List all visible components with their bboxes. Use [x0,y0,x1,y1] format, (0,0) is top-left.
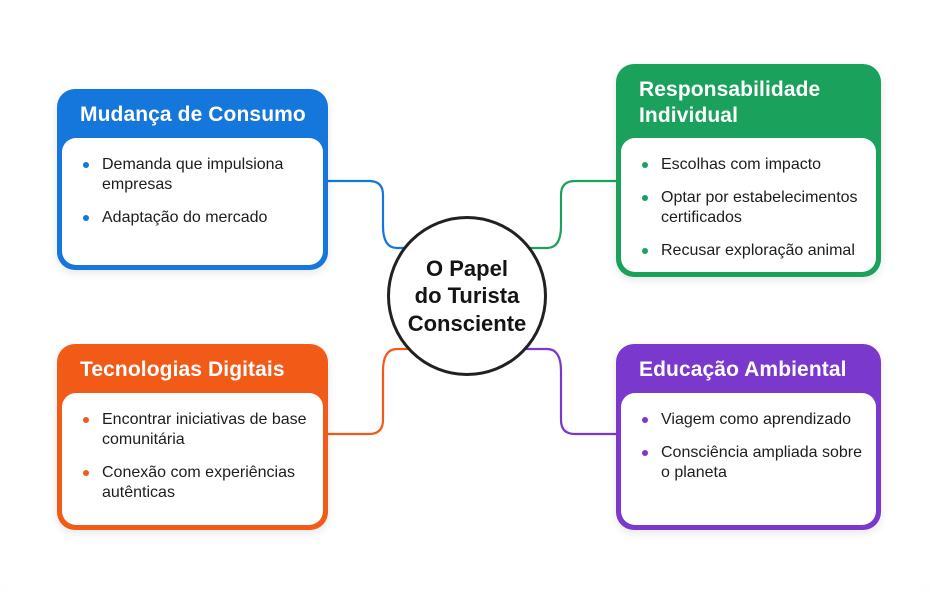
bullet-text: Optar por estabelecimentos certificados [661,189,858,227]
hub-title-line: Consciente [407,310,527,336]
bullet-list: Encontrar iniciativas de base comunitári… [76,410,319,503]
hub-title-line: O Papel [426,255,508,281]
bullet-dot-icon [83,214,89,221]
bullet-dot-icon [642,416,648,423]
bullet-text: Conexão com experiências autênticas [102,463,295,501]
hub-circle: O Papel do Turista Consciente [387,216,547,376]
connector-mudanca-de-consumo [326,179,424,250]
bullet-item: Demanda que impulsiona empresas [76,155,319,195]
bullet-text: Consciência ampliada sobre o planeta [661,443,862,481]
hub-title-line: do Turista [414,283,520,309]
bullet-item: Encontrar iniciativas de base comunitári… [76,410,319,450]
bullet-item: Escolhas com impacto [635,155,872,175]
bullet-item: Optar por estabelecimentos certificados [635,188,872,228]
bullet-list: Viagem como aprendizado Consciência ampl… [635,410,872,483]
bullet-dot-icon [642,449,648,456]
bullet-dot-icon [83,161,89,168]
bullet-list: Demanda que impulsiona empresas Adaptaçã… [76,155,319,228]
node-card-tecnologias-digitais: Tecnologias Digitais Encontrar iniciativ… [57,344,328,530]
bullet-dot-icon [642,248,648,255]
bullet-item: Conexão com experiências autênticas [76,463,319,503]
node-body: Viagem como aprendizado Consciência ampl… [621,392,876,525]
node-card-mudanca-de-consumo: Mudança de Consumo Demanda que impulsion… [57,89,328,270]
connector-educacao-ambiental [512,347,618,436]
bullet-dot-icon [642,195,648,202]
bullet-list: Escolhas com impacto Optar por estabelec… [635,155,872,261]
bullet-text: Recusar exploração animal [661,242,855,260]
bullet-item: Consciência ampliada sobre o planeta [635,443,872,483]
node-card-educacao-ambiental: Educação Ambiental Viagem como aprendiza… [616,344,881,530]
bullet-text: Adaptação do mercado [102,208,268,226]
node-title-educacao-ambiental: Educação Ambiental [639,358,847,381]
bullet-dot-icon [642,162,648,169]
node-title-responsabilidade-individual: Responsabilidade Individual [639,78,821,127]
bullet-dot-icon [83,416,89,423]
bullet-item: Viagem como aprendizado [635,410,872,430]
bullet-text: Viagem como aprendizado [661,410,852,428]
node-body: Demanda que impulsiona empresas Adaptaçã… [62,137,323,265]
node-body: Encontrar iniciativas de base comunitári… [62,392,323,525]
bullet-text: Encontrar iniciativas de base comunitári… [102,410,307,448]
bullet-dot-icon [83,469,89,476]
bullet-text: Escolhas com impacto [661,156,822,174]
node-body: Escolhas com impacto Optar por estabelec… [621,138,876,272]
connector-responsabilidade-individual [512,179,618,250]
node-title-tecnologias-digitais: Tecnologias Digitais [80,358,285,381]
bullet-item: Adaptação do mercado [76,208,319,228]
bullet-text: Demanda que impulsiona empresas [102,155,284,193]
node-card-responsabilidade-individual: Responsabilidade Individual Escolhas com… [616,64,881,277]
connector-tecnologias-digitais [326,347,424,436]
hub-title: O Papel do Turista Consciente [408,255,527,338]
bullet-item: Recusar exploração animal [635,241,872,261]
node-title-mudanca-de-consumo: Mudança de Consumo [80,103,306,126]
